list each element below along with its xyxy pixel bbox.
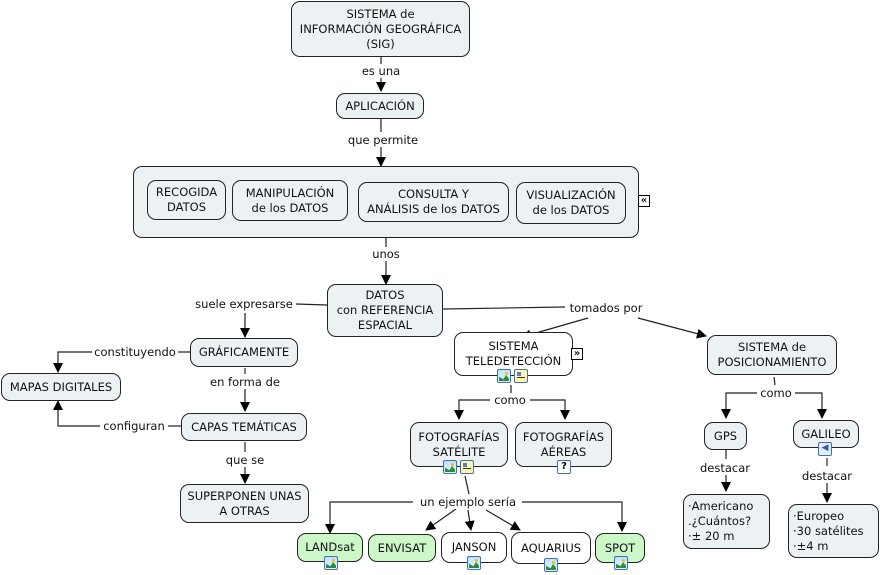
node-capas[interactable]: CAPAS TEMÁTICAS [181,413,307,441]
link-ejemplo-in [464,475,470,495]
node-foto-aereas[interactable]: FOTOGRAFÍAS AÉREAS [515,422,612,467]
image-resource-icon[interactable] [467,556,481,570]
node-datos[interactable]: DATOS con REFERENCIA ESPACIAL [327,284,443,337]
link-configuran-out [53,400,100,427]
link-label-tomados-por[interactable]: tomados por [567,301,645,315]
image-resource-icon[interactable] [324,556,338,570]
link-ejemplo-aquarius [485,509,521,531]
node-landsat[interactable]: LANDsat [297,533,363,562]
link-label-como-pos[interactable]: como [758,386,794,400]
collapse-icon[interactable]: « [638,195,650,207]
node-recogida[interactable]: RECOGIDA DATOS [147,180,226,220]
document-resource-icon[interactable] [514,369,528,383]
node-superponen[interactable]: SUPERPONEN UNAS A OTRAS [180,484,309,523]
link-ejemplo-envisat [425,508,457,531]
link-como-tele-left [454,399,490,420]
link-label-constituyendo[interactable]: constituyendo [92,345,178,359]
node-posicionamiento[interactable]: SISTEMA de POSICIONAMIENTO [707,335,837,375]
image-resource-icon[interactable] [614,556,628,570]
node-envisat[interactable]: ENVISAT [368,534,436,562]
node-gps[interactable]: GPS [704,422,747,450]
link-label-configuran[interactable]: configuran [101,419,167,433]
link-label-en-forma-de[interactable]: en forma de [208,375,282,389]
link-label-es-una[interactable]: es una [359,64,403,78]
link-label-suele-expresarse[interactable]: suele expresarse [193,297,295,311]
link-como-tele-right [530,399,570,420]
link-tomados-pos [637,317,707,339]
link-tomados-in [442,306,566,310]
image-resource-icon[interactable] [443,460,457,474]
node-spot[interactable]: SPOT [595,533,645,563]
node-aplicacion[interactable]: APLICACIÓN [336,93,424,119]
document-resource-icon[interactable] [460,460,474,474]
unknown-resource-icon[interactable]: ? [557,460,571,474]
link-ejemplo-landsat [325,501,413,534]
link-ejemplo-spot [522,501,627,532]
node-gps-info[interactable]: ·Americano .¿Cuántos? ·± 20 m [683,494,770,549]
node-visualizacion[interactable]: VISUALIZACIÓN de los DATOS [516,182,626,224]
link-ejemplo-janson [464,509,475,531]
link-label-destacar-gps[interactable]: destacar [697,461,753,475]
node-graficamente[interactable]: GRÁFICAMENTE [190,338,298,367]
node-foto-satelite[interactable]: FOTOGRAFÍAS SATÉLITE [410,422,508,467]
node-consulta[interactable]: CONSULTA Y ANÁLISIS de los DATOS [358,182,509,222]
sound-resource-icon[interactable]: ◀ [818,442,832,456]
link-como-pos-in [773,376,776,386]
link-label-que-se[interactable]: que se [223,453,267,467]
image-resource-icon[interactable] [544,558,558,572]
node-manipulacion[interactable]: MANIPULACIÓN de los DATOS [232,180,348,221]
link-label-que-permite[interactable]: que permite [345,133,421,147]
link-suele-in [295,303,328,306]
node-mapas[interactable]: MAPAS DIGITALES [1,373,121,401]
link-label-destacar-galileo[interactable]: destacar [799,469,855,483]
node-teledeteccion[interactable]: SISTEMA TELEDETECCIÓN [454,332,573,376]
node-galileo-info[interactable]: ·Europeo ·30 satélites ·±4 m [788,504,879,558]
image-resource-icon[interactable] [497,369,511,383]
link-constituyendo-out [53,351,92,373]
link-como-pos-right [795,392,827,419]
link-como-pos-left [721,392,757,419]
expand-icon[interactable]: » [571,348,583,360]
node-sig[interactable]: SISTEMA de INFORMACIÓN GEOGRÁFICA (SIG) [291,1,470,57]
link-label-como-tele[interactable]: como [492,393,528,407]
link-label-un-ejemplo-seria[interactable]: un ejemplo sería [417,495,519,509]
link-label-unos[interactable]: unos [370,247,402,261]
